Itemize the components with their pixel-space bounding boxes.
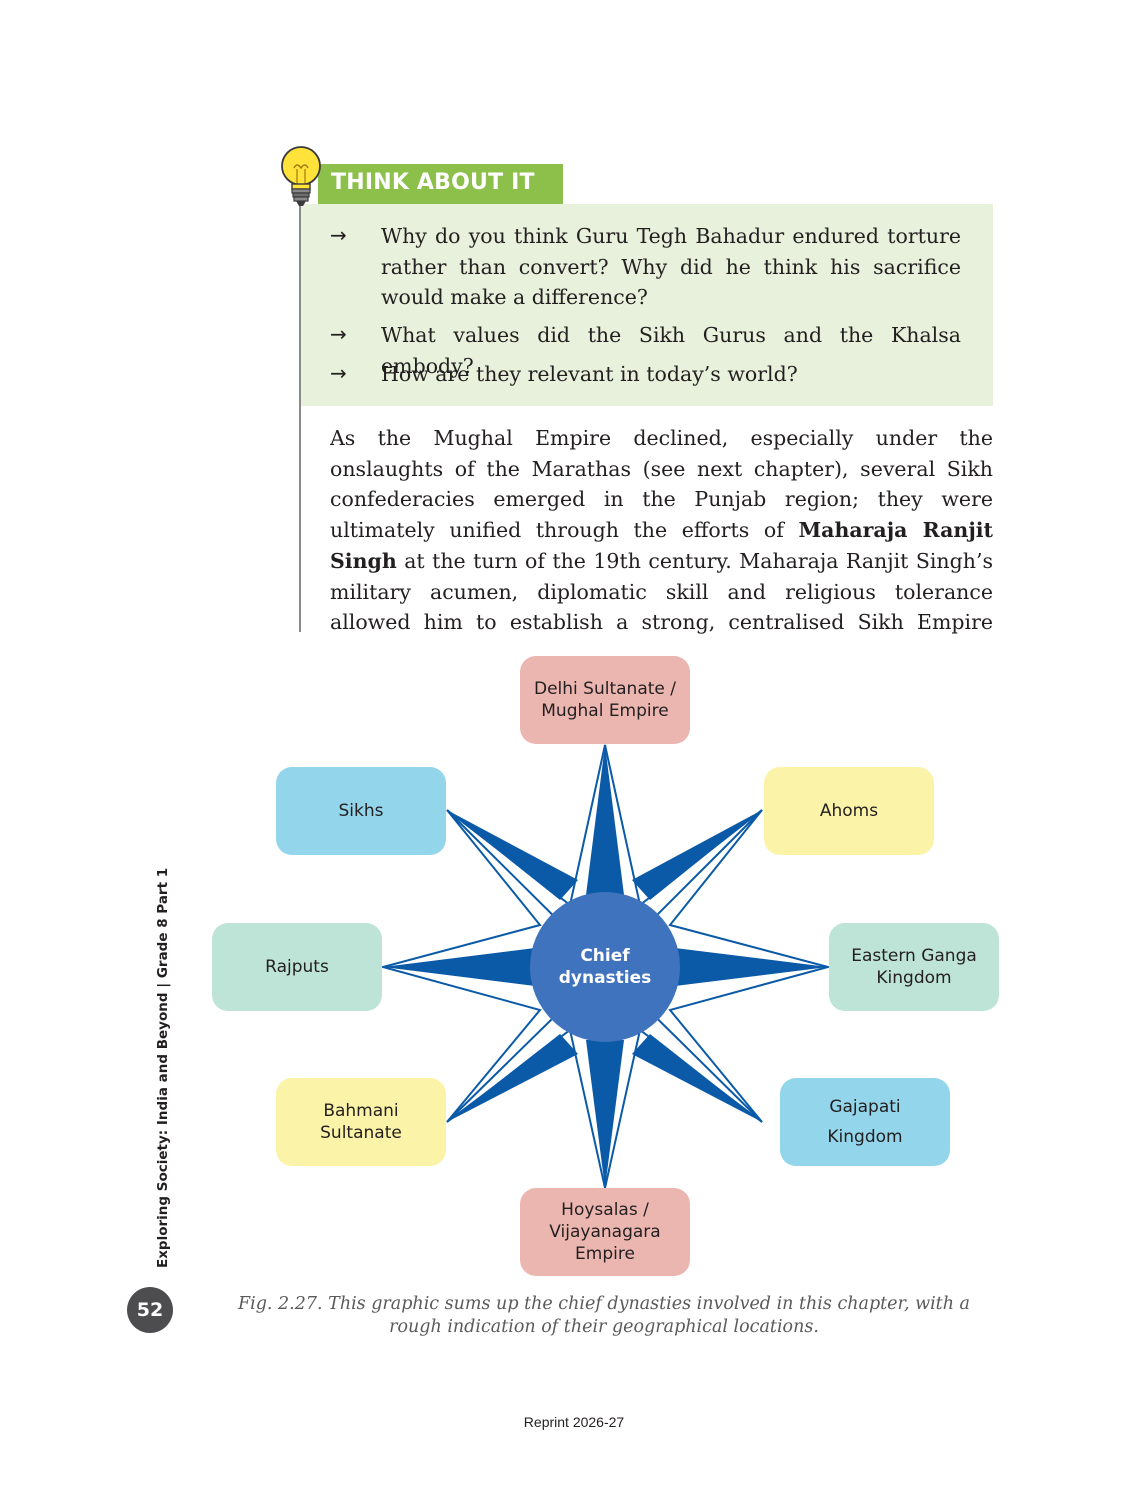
node-label-line: Rajputs: [265, 957, 329, 977]
node-sikhs: Sikhs: [276, 767, 446, 855]
bullet-arrow-icon: →: [330, 223, 347, 247]
figure-caption: Fig. 2.27. This graphic sums up the chie…: [230, 1293, 978, 1339]
question-1: Why do you think Guru Tegh Bahadur endur…: [381, 224, 961, 309]
node-label-line: Kingdom: [827, 1127, 903, 1147]
spike-top-left: [447, 810, 578, 900]
caption-line: rough indication of their geographical l…: [389, 1317, 819, 1337]
book-side-label: Exploring Society: India and Beyond | Gr…: [155, 867, 171, 1268]
node-delhi-sultanate-mughal-empire: Delhi Sultanate /Mughal Empire: [520, 656, 690, 744]
lightbulb-icon: [281, 146, 321, 206]
spike-bottom-right: [632, 1034, 762, 1122]
caption-line: Fig. 2.27. This graphic sums up the chie…: [237, 1294, 970, 1314]
node-ahoms: Ahoms: [764, 767, 934, 855]
paragraph-text: As the Mughal Empire declined, especiall…: [330, 426, 993, 543]
node-label-line: Hoysalas /: [561, 1200, 649, 1220]
node-label-line: Sultanate: [320, 1123, 402, 1143]
spike-bottom-left: [447, 1034, 578, 1122]
node-label-line: Eastern Ganga: [851, 946, 977, 966]
node-rajputs: Rajputs: [212, 923, 382, 1011]
spike-left: [383, 948, 535, 986]
spike-top: [586, 745, 624, 895]
think-about-it-title: THINK ABOUT IT: [331, 170, 535, 195]
node-label-line: Empire: [575, 1244, 635, 1264]
star-spikes: [383, 745, 828, 1188]
center-label-line: dynasties: [558, 968, 652, 988]
reprint-footer: Reprint 2026-27: [523, 1414, 625, 1430]
left-rule: [299, 204, 301, 632]
spike-top-right: [632, 810, 762, 900]
node-label-line: Vijayanagara: [549, 1222, 661, 1242]
think-about-it-box: [301, 204, 993, 406]
spike-bottom: [586, 1040, 624, 1188]
paragraph-text-continued: at the turn of the 19th century. Maharaj…: [330, 548, 993, 635]
node-label-line: Gajapati: [829, 1097, 901, 1117]
question-3: How are they relevant in today’s world?: [381, 362, 798, 386]
paragraph-bold-name: Maharaja Ranjit Singh: [330, 518, 993, 573]
center-label-line: Chief: [580, 946, 630, 966]
node-label-line: Kingdom: [876, 968, 952, 988]
node-label-line: Ahoms: [819, 801, 879, 821]
think-about-it-header: [318, 164, 563, 204]
node-label-line: Mughal Empire: [541, 701, 669, 721]
bullet-arrow-icon: →: [330, 361, 347, 385]
bullet-arrow-icon: →: [330, 322, 347, 346]
node-label-line: Sikhs: [338, 801, 384, 821]
page-number: 52: [127, 1287, 173, 1333]
spike-right: [675, 948, 828, 986]
node-label-line: Delhi Sultanate /: [534, 679, 676, 699]
body-paragraph: As the Mughal Empire declined, especiall…: [330, 423, 993, 637]
question-2: What values did the Sikh Gurus and the K…: [381, 323, 961, 378]
node-label-line: Bahmani: [323, 1101, 399, 1121]
